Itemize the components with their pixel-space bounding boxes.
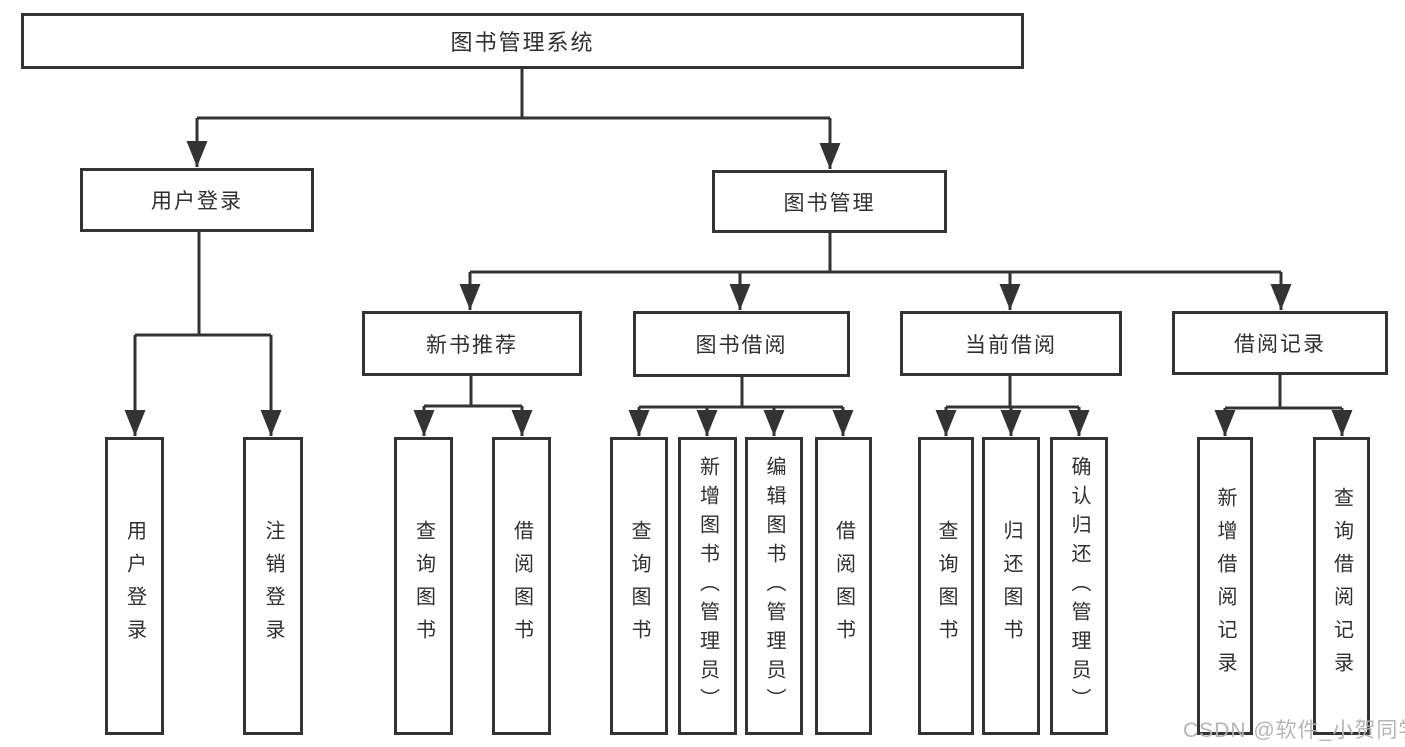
leaf-label: 新增借阅记录 (1214, 487, 1236, 685)
node-library-system: 图书管理系统 (21, 13, 1024, 69)
leaf-add-books-admin: 新增图书（管理员） (678, 437, 737, 735)
leaf-label: 归还图书 (1000, 520, 1022, 652)
node-book-borrowing: 图书借阅 (633, 311, 850, 377)
connector-book-mgmt-children (459, 233, 1292, 310)
node-user-login: 用户登录 (80, 168, 314, 232)
node-borrow-records: 借阅记录 (1172, 311, 1388, 375)
leaf-label: 用户登录 (123, 520, 146, 652)
leaf-query-books-current: 查询图书 (918, 437, 974, 735)
leaf-borrow-books-newbooks: 借阅图书 (492, 437, 551, 735)
connector-borrow-records-children (1214, 375, 1353, 436)
leaf-label: 查询图书 (935, 520, 957, 652)
leaf-label: 注销登录 (262, 520, 284, 652)
connector-root-to-level2 (186, 68, 841, 169)
leaf-label: 确认归还（管理员） (1068, 455, 1090, 717)
leaf-label: 编辑图书（管理员） (763, 455, 785, 717)
node-current-borrowing: 当前借阅 (900, 311, 1122, 376)
leaf-query-borrow-record: 查询借阅记录 (1313, 437, 1370, 735)
leaf-label: 新增图书（管理员） (696, 455, 719, 717)
leaf-add-borrow-record: 新增借阅记录 (1197, 437, 1253, 735)
connector-user-login-children (124, 232, 282, 436)
leaf-user-login: 用户登录 (105, 437, 164, 735)
csdn-watermark: CSDN @软件_小贺同学 (1183, 719, 1405, 742)
node-new-book-recommend: 新书推荐 (362, 311, 582, 376)
leaf-label: 借阅图书 (832, 520, 855, 652)
leaf-label: 查询图书 (412, 520, 435, 652)
connector-book-borrow-children (628, 377, 854, 436)
leaf-label: 查询借阅记录 (1330, 487, 1353, 685)
leaf-edit-books-admin: 编辑图书（管理员） (745, 437, 803, 735)
leaf-logout: 注销登录 (243, 437, 303, 735)
connector-new-books-children (413, 376, 533, 436)
leaf-return-books: 归还图书 (982, 437, 1040, 735)
connector-current-borrow-children (935, 376, 1090, 436)
leaf-query-books-borrowing: 查询图书 (610, 437, 668, 735)
leaf-label: 借阅图书 (510, 520, 533, 652)
leaf-query-books-newbooks: 查询图书 (394, 437, 453, 735)
node-book-management: 图书管理 (712, 170, 947, 233)
leaf-confirm-return-admin: 确认归还（管理员） (1050, 437, 1108, 735)
leaf-label: 查询图书 (628, 520, 650, 652)
leaf-borrow-books-borrowing: 借阅图书 (815, 437, 872, 735)
